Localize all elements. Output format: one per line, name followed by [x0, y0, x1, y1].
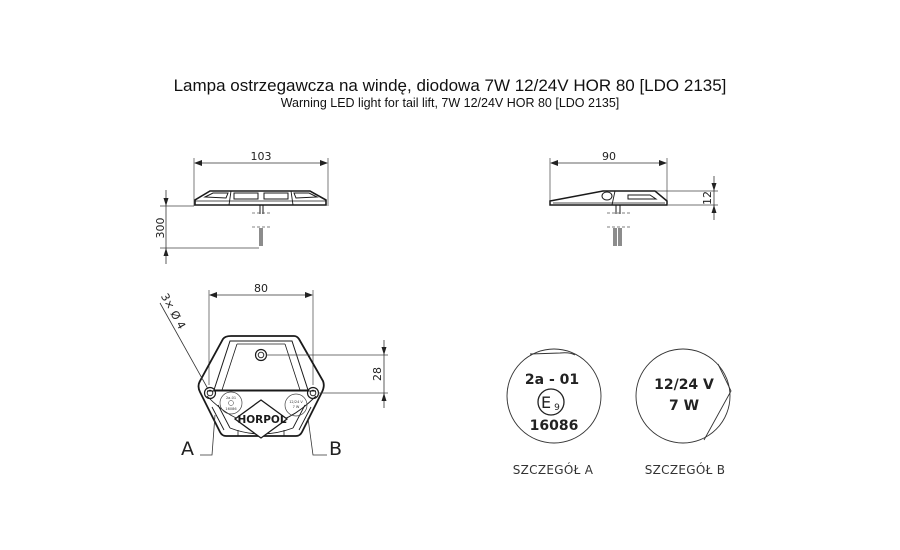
detail-b-line1: 12/24 V: [654, 377, 714, 393]
mounting-hole-left: [203, 386, 217, 400]
horpol-logo: HORPOL: [233, 399, 289, 439]
detail-a-circle: [506, 348, 602, 444]
detail-b-line2: 7 W: [669, 398, 699, 414]
drawing-title-english: Warning LED light for tail lift, 7W 12/2…: [280, 96, 620, 110]
drawing-title-polish: Lampa ostrzegawcza na windę, diodowa 7W …: [173, 76, 727, 95]
hole-callout-label: 3× Ø 4: [158, 291, 188, 331]
e-mark-letter: E: [541, 393, 551, 412]
svg-text:2a-01: 2a-01: [226, 396, 236, 400]
end-view: 90 12: [549, 150, 718, 246]
lamp-side-profile: [194, 190, 327, 206]
dimension-80-label: 80: [254, 282, 268, 295]
dimension-12-label: 12: [701, 191, 714, 205]
horpol-logo-text: HORPOL: [237, 414, 286, 426]
dimension-103-label: 103: [251, 150, 272, 163]
detail-b: 12/24 V 7 W SZCZEGÓŁ B: [635, 348, 732, 477]
callout-b-label: B: [329, 438, 342, 460]
e-mark-number: 9: [554, 403, 560, 413]
mounting-hole-right: [306, 386, 320, 400]
marking-detail-a: [219, 391, 243, 415]
detail-b-circle: [635, 348, 731, 444]
detail-a-line3: 16086: [530, 418, 579, 434]
dimension-300-label: 300: [154, 218, 167, 239]
callout-a-label: A: [181, 438, 194, 460]
detail-a-line1: 2a - 01: [525, 372, 579, 388]
lamp-housing-outline: [197, 335, 325, 437]
dimension-28-label: 28: [371, 367, 384, 381]
lamp-end-profile: [549, 190, 668, 206]
callout-b-leader: [307, 417, 327, 456]
detail-a: 2a - 01 E 9 16086 SZCZEGÓŁ A: [506, 348, 602, 477]
svg-text:12/24 V: 12/24 V: [289, 400, 303, 404]
marking-detail-b: [284, 393, 308, 417]
e-mark-circle: [537, 388, 565, 416]
dimension-90-label: 90: [602, 150, 616, 163]
top-view: 80 2a-01 16086: [158, 282, 388, 460]
callout-a-leader: [200, 414, 216, 456]
svg-text:7 W: 7 W: [293, 405, 300, 409]
mounting-hole-top: [254, 348, 268, 362]
svg-text:16086: 16086: [225, 407, 236, 411]
detail-b-caption: SZCZEGÓŁ B: [645, 462, 726, 477]
side-view: 103 300: [154, 150, 329, 264]
detail-a-caption: SZCZEGÓŁ A: [513, 462, 594, 477]
hole-callout-leader: [159, 302, 209, 390]
